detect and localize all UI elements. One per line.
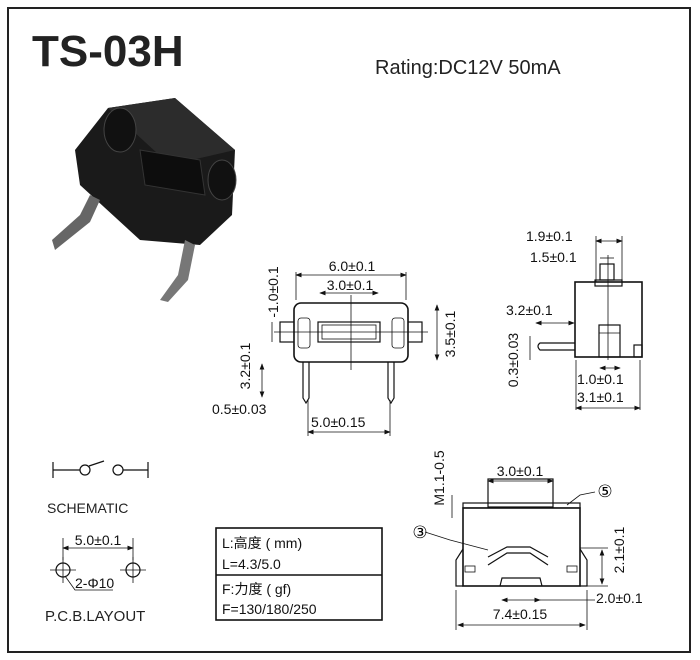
callout-3-label: ③ — [412, 523, 427, 542]
spec-height-value: L=4.3/5.0 — [222, 556, 281, 572]
bottom-notch-dim: 2.0±0.1 — [596, 590, 643, 606]
front-button-width-dim: 3.0±0.1 — [327, 277, 374, 293]
front-pin-thickness-dim: 0.5±0.03 — [212, 401, 267, 417]
side-view-drawing — [529, 236, 643, 411]
schematic-label: SCHEMATIC — [47, 500, 128, 516]
pcb-layout-drawing — [50, 538, 146, 591]
product-photo — [52, 98, 237, 302]
side-pin-length-dim: 3.2±0.1 — [506, 302, 553, 318]
rating-text: Rating:DC12V 50mA — [375, 57, 561, 79]
pcb-holes-dim: 2-Φ10 — [75, 575, 114, 591]
side-slot-width-dim: 1.0±0.1 — [577, 371, 624, 387]
pcb-layout-label: P.C.B.LAYOUT — [45, 608, 145, 625]
spec-force-value: F=130/180/250 — [222, 601, 317, 617]
page-border — [7, 7, 691, 653]
bottom-thread-dim: M1.1-0.5 — [431, 450, 447, 505]
switch-schematic-symbol — [52, 460, 149, 478]
bottom-height-dim: 2.1±0.1 — [611, 526, 627, 573]
pcb-pitch-dim: 5.0±0.1 — [75, 532, 122, 548]
front-width-dim: 6.0±0.1 — [329, 258, 376, 274]
front-pin-pitch-dim: 5.0±0.15 — [311, 414, 366, 430]
front-view-drawing — [259, 272, 440, 436]
bottom-width-dim: 7.4±0.15 — [493, 606, 548, 622]
bottom-button-width-dim: 3.0±0.1 — [497, 463, 544, 479]
spec-height-title: L:高度 ( mm) — [222, 535, 302, 551]
bottom-view-drawing — [424, 478, 608, 630]
front-tab-height-dim: -1.0±0.1 — [265, 266, 281, 317]
front-body-height-dim: 3.5±0.1 — [442, 310, 458, 357]
spec-force-title: F:力度 ( gf) — [222, 581, 291, 597]
spec-table — [215, 527, 383, 621]
side-body-depth-dim: 3.1±0.1 — [577, 389, 624, 405]
model-title: TS-03H — [32, 27, 184, 76]
callout-5-label: ⑤ — [597, 482, 612, 501]
side-button-width-dim: 1.5±0.1 — [530, 249, 577, 265]
front-pin-length-dim: 3.2±0.1 — [237, 342, 253, 389]
side-stem-width-dim: 1.9±0.1 — [526, 228, 573, 244]
side-pin-thickness-dim: 0.3±0.03 — [505, 333, 521, 388]
